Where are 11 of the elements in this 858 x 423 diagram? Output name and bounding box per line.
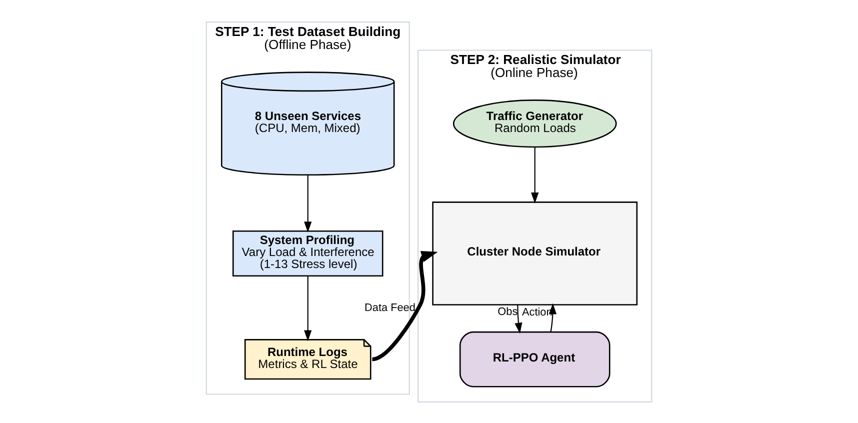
node-box: Cluster Node Simulator <box>432 201 638 305</box>
node-box: System Profiling Vary Load & Interference (1-13 Stress level) <box>232 230 384 276</box>
node-box: RL-PPO Agent <box>459 330 610 387</box>
edge-label: Data Feed <box>364 301 416 314</box>
arrow <box>531 146 539 203</box>
arrow <box>514 304 522 334</box>
arrow <box>372 250 438 361</box>
arrow <box>304 174 312 232</box>
node-ellipse: Traffic Generator Random Loads <box>452 99 617 148</box>
arrow <box>304 276 312 341</box>
edge-label: Obs <box>498 305 518 318</box>
